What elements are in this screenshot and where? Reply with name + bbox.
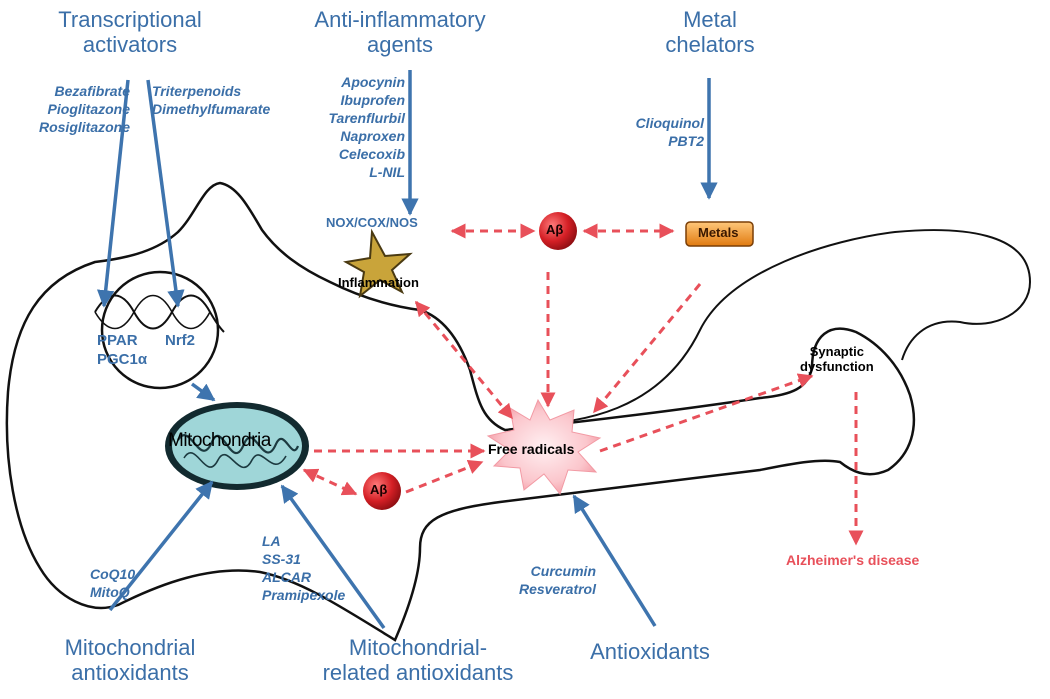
arrow-transcriptional-left xyxy=(96,79,130,308)
drug-ibuprofen: Ibuprofen xyxy=(340,91,405,108)
heading-antioxidants: Antioxidants xyxy=(590,639,710,664)
label-abeta-top: Aβ xyxy=(546,222,564,237)
drug-triterpenoids: Triterpenoids xyxy=(152,83,242,99)
label-abeta-bottom: Aβ xyxy=(370,482,388,497)
drug-resveratrol: Resveratrol xyxy=(518,580,596,597)
drug-naproxen: Naproxen xyxy=(340,127,405,144)
drug-apocynin: Apocynin xyxy=(341,74,405,90)
dashed-mito-abeta xyxy=(302,468,358,496)
abeta-sphere-bottom xyxy=(363,472,401,510)
label-mitochondria: Mitochondria xyxy=(168,430,271,451)
arrow-mito-related xyxy=(280,484,386,630)
arrow-antioxidants xyxy=(572,494,657,627)
dashed-radicals-synaptic xyxy=(599,373,814,453)
heading-metal-chelators: Metal chelators xyxy=(665,7,755,57)
heading-mitochondrial-antioxidants: Mitochondrial antioxidants xyxy=(64,635,196,685)
heading-transcriptional-activators: Transcriptional activators xyxy=(58,7,202,57)
drug-list-transcriptional-left: Bezafibrate Pioglitazone Rosiglitazone xyxy=(0,83,130,137)
nucleus xyxy=(100,270,220,390)
arrow-mito-antioxidants xyxy=(108,480,214,612)
label-alzheimers-disease: Alzheimer's disease xyxy=(786,552,920,568)
arrow-transcriptional-right xyxy=(146,79,185,308)
drug-la: LA xyxy=(262,533,281,549)
neuron-outline xyxy=(5,181,916,642)
drug-clioquinol: Clioquinol xyxy=(635,115,704,131)
drug-pramipexole: Pramipexole xyxy=(262,586,346,603)
heading-mitochondrial-related-antioxidants: Mitochondrial- related antioxidants xyxy=(322,635,514,685)
drug-tarenflurbil: Tarenflurbil xyxy=(328,109,406,126)
drug-pbt2: PBT2 xyxy=(668,132,704,149)
metals-box xyxy=(685,221,754,247)
drug-rosiglitazone: Rosiglitazone xyxy=(38,118,130,135)
label-pgc1a: PGC1α xyxy=(97,351,148,368)
drug-list-mitochondrial-antioxidants: CoQ10 MitoQ xyxy=(90,566,170,602)
drug-celecoxib: Celecoxib xyxy=(338,145,405,162)
drug-list-antioxidants: Curcumin Resveratrol xyxy=(490,563,596,599)
label-nrf2: Nrf2 xyxy=(165,332,196,349)
drug-l-nil: L-NIL xyxy=(369,163,405,180)
drug-coq10: CoQ10 xyxy=(90,566,136,582)
label-ppar: PPAR xyxy=(97,332,138,349)
drug-list-anti-inflammatory: Apocynin Ibuprofen Tarenflurbil Naproxen… xyxy=(305,74,406,181)
drug-mitoq: MitoQ xyxy=(90,583,130,600)
drug-alcar: ALCAR xyxy=(262,568,311,585)
drug-ss-31: SS-31 xyxy=(262,550,301,567)
label-nox-cox-nos: NOX/COX/NOS xyxy=(326,215,418,230)
dna-helix-icon xyxy=(94,294,225,333)
drug-list-transcriptional-right: Triterpenoids Dimethylfumarate xyxy=(152,83,302,119)
dashed-inflammation-radicals xyxy=(414,300,514,420)
microglia-icon xyxy=(343,228,413,299)
dashed-abeta-radicals-bottom xyxy=(405,459,484,494)
arrow-nucleus-to-mito xyxy=(190,382,216,402)
free-radicals-burst xyxy=(486,398,602,496)
drug-dimethylfumarate: Dimethylfumarate xyxy=(152,100,271,117)
axon-terminal-outline xyxy=(519,229,1032,426)
abeta-sphere-top xyxy=(539,212,577,250)
label-synaptic-dysfunction: Synaptic dysfunction xyxy=(800,344,874,374)
label-inflammation: Inflammation xyxy=(338,275,419,290)
mitochondrion-icon xyxy=(165,402,309,490)
label-metals: Metals xyxy=(698,225,739,240)
drug-pioglitazone: Pioglitazone xyxy=(47,100,130,117)
label-free-radicals: Free radicals xyxy=(488,441,575,457)
drug-list-mitochondrial-related: LA SS-31 ALCAR Pramipexole xyxy=(262,533,372,605)
heading-anti-inflammatory-agents: Anti-inflammatory agents xyxy=(314,7,486,57)
drug-curcumin: Curcumin xyxy=(530,563,596,579)
drug-bezafibrate: Bezafibrate xyxy=(54,83,130,99)
drug-list-metal-chelators: Clioquinol PBT2 xyxy=(610,115,704,151)
